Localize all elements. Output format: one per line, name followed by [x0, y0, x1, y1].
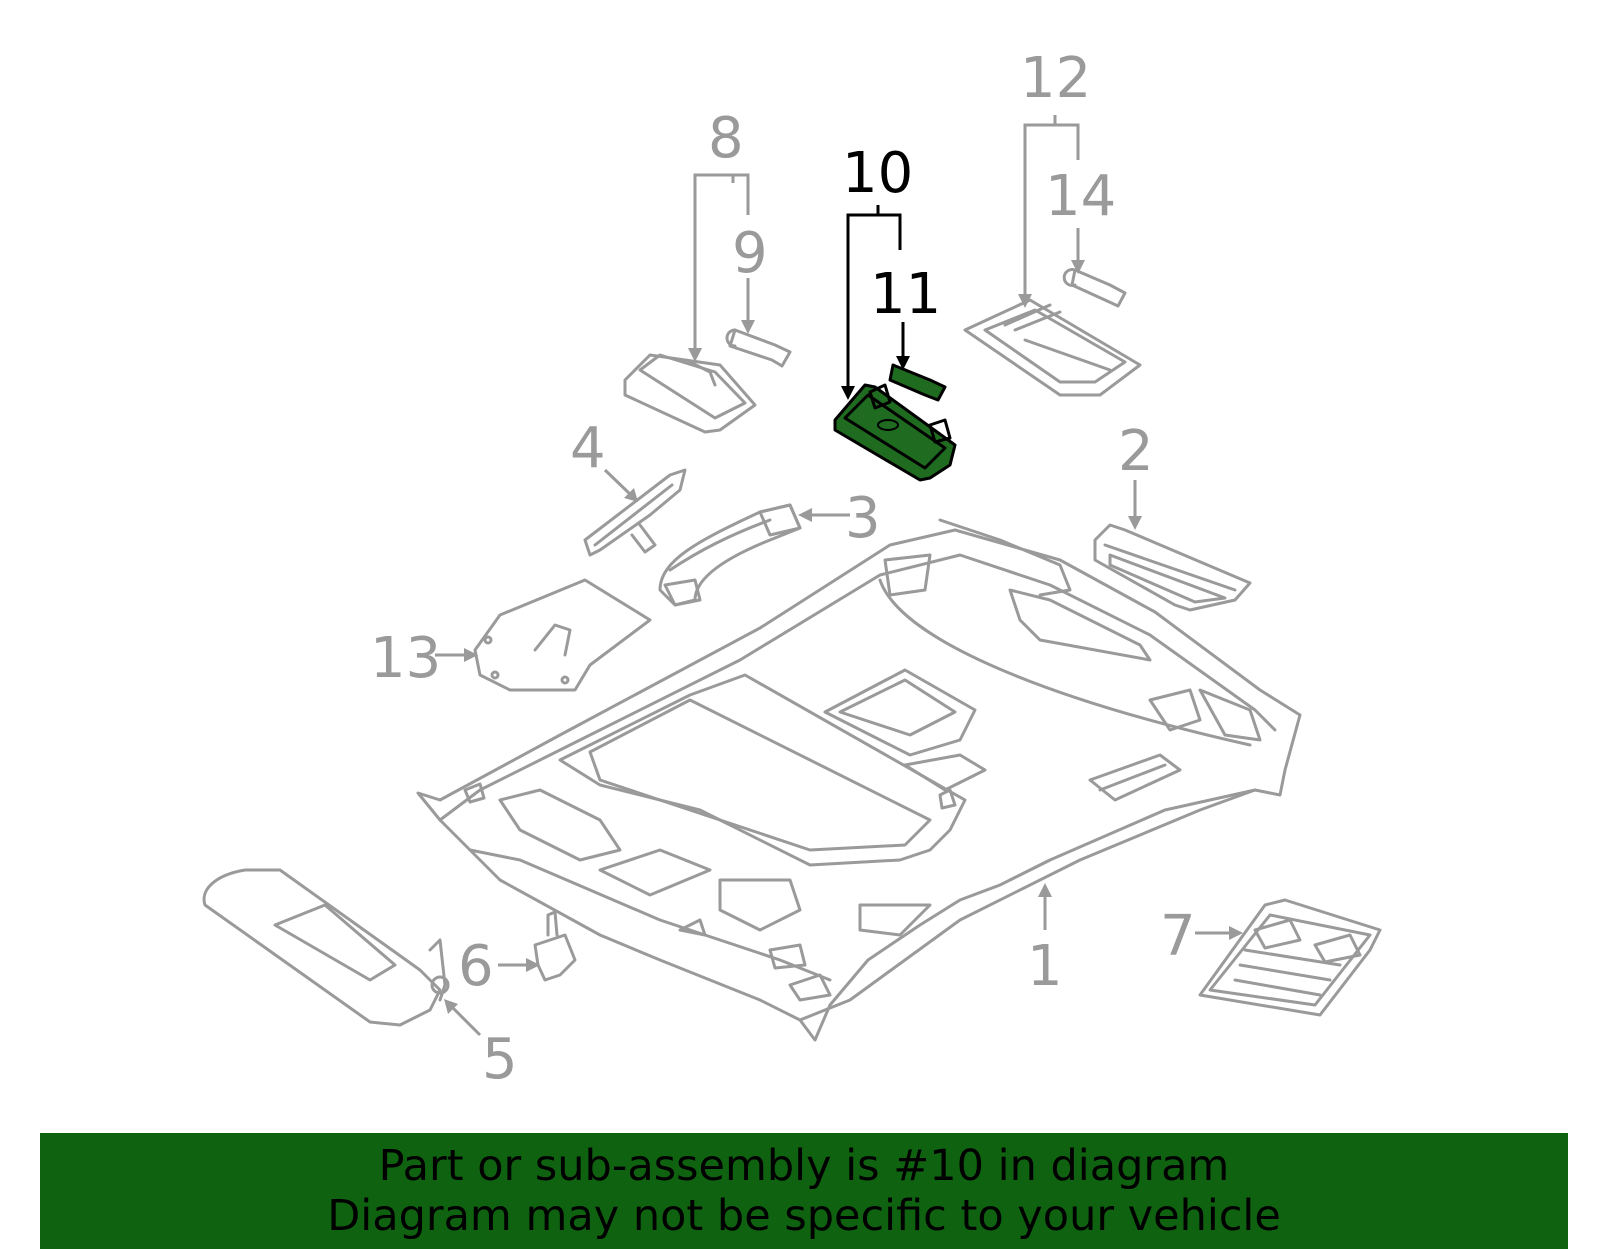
info-banner: Part or sub-assembly is #10 in diagram D… — [40, 1133, 1568, 1249]
bracket-part-2[interactable] — [1093, 523, 1252, 612]
arrow-heads-highlight — [841, 356, 910, 400]
grab-handle-part-3[interactable] — [658, 503, 802, 607]
dome-light-part-10[interactable] — [833, 383, 957, 482]
callout-9: 9 — [732, 221, 768, 286]
callout-3: 3 — [845, 486, 881, 551]
sun-visor-part-5[interactable] — [202, 868, 450, 1027]
callout-4: 4 — [570, 416, 606, 481]
callout-6: 6 — [458, 934, 494, 999]
leader-lines — [435, 115, 1235, 1037]
parts-diagram: 1 2 3 4 5 6 7 8 9 10 11 12 13 14 — [202, 46, 1382, 1092]
bulb-part-9[interactable] — [725, 328, 792, 368]
callout-10: 10 — [842, 141, 913, 206]
callout-13: 13 — [370, 626, 441, 691]
bracket-part-4[interactable] — [583, 468, 687, 557]
light-part-12[interactable] — [963, 298, 1142, 397]
callout-1: 1 — [1027, 934, 1063, 999]
banner-line-1: Part or sub-assembly is #10 in diagram — [378, 1141, 1230, 1191]
callout-8: 8 — [708, 106, 744, 171]
light-part-8[interactable] — [623, 353, 757, 434]
bulb-part-14[interactable] — [1062, 268, 1127, 308]
panel-part-13[interactable] — [473, 578, 652, 692]
arrow-heads — [444, 260, 1243, 1014]
headliner-part[interactable] — [416, 518, 1302, 1042]
callout-2: 2 — [1118, 419, 1154, 484]
clip-part-6[interactable] — [533, 910, 577, 982]
banner-line-2: Diagram may not be specific to your vehi… — [327, 1191, 1281, 1241]
bulb-part-11[interactable] — [888, 363, 947, 402]
callout-12: 12 — [1020, 46, 1091, 111]
callout-14: 14 — [1045, 164, 1116, 229]
callout-11: 11 — [870, 262, 941, 327]
console-part-7[interactable] — [1198, 898, 1382, 1017]
callout-5: 5 — [482, 1027, 518, 1092]
callout-7: 7 — [1160, 904, 1196, 969]
